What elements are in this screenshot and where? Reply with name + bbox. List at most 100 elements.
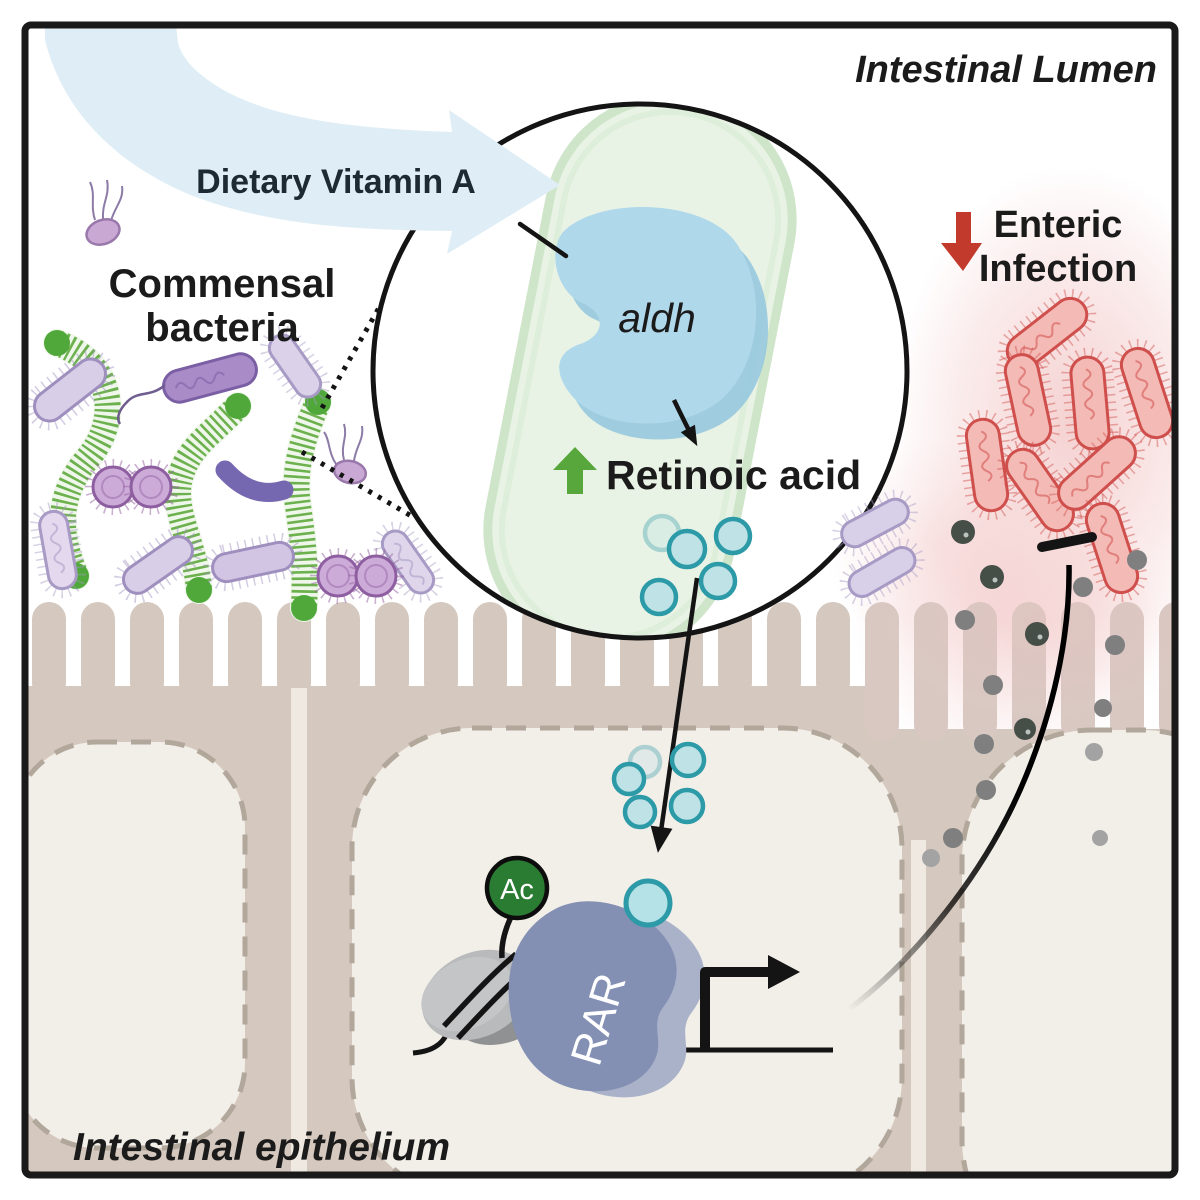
intercellular-gap-stripe [911, 840, 926, 1175]
lumen-rod-bacteria [832, 489, 925, 606]
flagellated-bacterium-icon [85, 179, 124, 246]
rar-protein [508, 901, 677, 1092]
pathogenic-bacterium-icon [1049, 427, 1145, 519]
dietary-vitamin-a-banner: Dietary Vitamin A [45, 25, 560, 254]
microvillus [130, 602, 164, 700]
antimicrobial-peptide-dot [976, 780, 996, 800]
retinoic-acid-molecule [622, 794, 658, 830]
pathogenic-bacterium-icon [997, 439, 1083, 541]
antimicrobial-peptide-dot [943, 828, 963, 848]
lens-outline [370, 101, 910, 641]
commensal-bacteria-label-line2: bacteria [145, 306, 299, 350]
aldh-label: aldh [618, 295, 696, 341]
aldh-to-retinoic-arrow [671, 399, 698, 447]
antimicrobial-peptide-dot [1073, 577, 1093, 597]
banner-arrow-shape [45, 25, 560, 254]
antimicrobial-peptide-dot [1014, 718, 1036, 740]
flagellum-icon [117, 384, 166, 425]
pathogenic-bacterium-icon [995, 345, 1061, 455]
bacterium-rod-icon [114, 527, 202, 603]
epithelial-cell-left [25, 739, 248, 1151]
retinoic-acid-molecules [639, 513, 753, 617]
bacterium-rod-icon [162, 352, 258, 404]
transcription-arrow [700, 967, 768, 1049]
bacterium-rod-icon [832, 489, 918, 557]
retinoic-acid-molecule [698, 561, 738, 601]
pathogenic-bacterium-icon [1061, 347, 1119, 459]
increase-arrow-icon [553, 447, 597, 494]
microvillus [473, 602, 507, 700]
acetyl-mark-icon [484, 855, 550, 921]
aldh-enzyme [555, 207, 757, 424]
microvillus [179, 602, 213, 700]
diplococci-icon [310, 548, 404, 604]
bacterium-rod-icon [30, 501, 86, 599]
intestinal-epithelium-tissue [25, 530, 1175, 1175]
retinoic-acid-molecule [639, 577, 679, 617]
magnified-view-circle: aldh Retinoic acid [370, 101, 910, 641]
acetyl-stem [499, 915, 514, 959]
curved-rod-bacterium-icon [215, 460, 294, 502]
antimicrobial-peptide-dot [974, 734, 994, 754]
intestinal-lumen-label: Intestinal Lumen [855, 49, 1157, 91]
enteric-infection-cluster: Enteric Infection [941, 204, 1175, 603]
retinoic-acid-entry-arrow [650, 577, 700, 853]
commensal-rod-bacteria [25, 325, 444, 603]
antimicrobial-peptide-dot [980, 565, 1004, 589]
antimicrobial-peptide-dot [1085, 743, 1103, 761]
microvillus [277, 602, 311, 700]
pathogenic-bacteria [956, 288, 1175, 603]
antimicrobial-peptide-dot [951, 520, 975, 544]
dna-wrap-line [441, 951, 518, 1028]
intercellular-gap-stripe [291, 688, 307, 1175]
intestinal-epithelium-label: Intestinal epithelium [73, 1126, 450, 1169]
microvillus [718, 602, 752, 700]
figure-frame [21, 21, 1179, 1179]
retinoic-acid-molecule [713, 516, 753, 556]
transcription-arrowhead [768, 955, 800, 989]
microvillus [375, 602, 409, 700]
pathogenic-bacterium-icon [956, 409, 1018, 521]
epithelial-cell-right [959, 727, 1175, 1175]
microvillus [816, 602, 850, 700]
retinoic-acid-label: Retinoic acid [606, 452, 861, 498]
pathogenic-bacterium-icon [1076, 493, 1148, 603]
acetyl-label: Ac [500, 874, 534, 906]
antimicrobial-peptide-dot [1105, 635, 1125, 655]
enteric-infection-label-line2: Infection [979, 248, 1137, 290]
vitamin-to-aldh-connector [517, 221, 569, 259]
microvillus [522, 602, 556, 700]
retinoic-acid-ligand [623, 878, 673, 928]
antimicrobial-peptide-dots [922, 520, 1147, 867]
retinoic-acid-molecule [668, 787, 706, 825]
antimicrobial-peptide-dot [1092, 830, 1108, 846]
decrease-arrow-icon [941, 212, 982, 271]
bacterium-rod-icon [259, 325, 331, 407]
antimicrobial-peptide-dot [1127, 550, 1147, 570]
bacterium-rod-icon [203, 532, 303, 592]
microvillus [32, 602, 66, 700]
antimicrobial-peptide-dot [1094, 699, 1112, 717]
microvillus [228, 602, 262, 700]
enteric-infection-label: Enteric [994, 204, 1123, 246]
microvillus [326, 602, 360, 700]
commensal-bacteria-field: Commensal bacteria [25, 179, 444, 622]
diplococci-icon [85, 459, 179, 515]
inhibition-arrow [846, 532, 1097, 1013]
bacterium-rod-icon [839, 538, 925, 606]
gene-regulation-scene: Ac RAR [412, 741, 833, 1098]
microvillus [81, 602, 115, 700]
antimicrobial-peptide-dot [922, 849, 940, 867]
antimicrobial-peptide-dot [955, 610, 975, 630]
bacterium-rod-icon [25, 349, 115, 431]
inhibition-t-bar [1037, 532, 1097, 552]
antimicrobial-peptide-dot [983, 675, 1003, 695]
retinoic-acid-molecules-in-cell [611, 741, 707, 830]
retinoic-acid-molecule [611, 761, 647, 797]
retinoic-acid-molecule [669, 741, 707, 779]
pathogenic-bacterium-icon [1111, 338, 1175, 448]
commensal-bacteria-label: Commensal [109, 262, 336, 306]
antimicrobial-peptide-dot [1025, 622, 1049, 646]
